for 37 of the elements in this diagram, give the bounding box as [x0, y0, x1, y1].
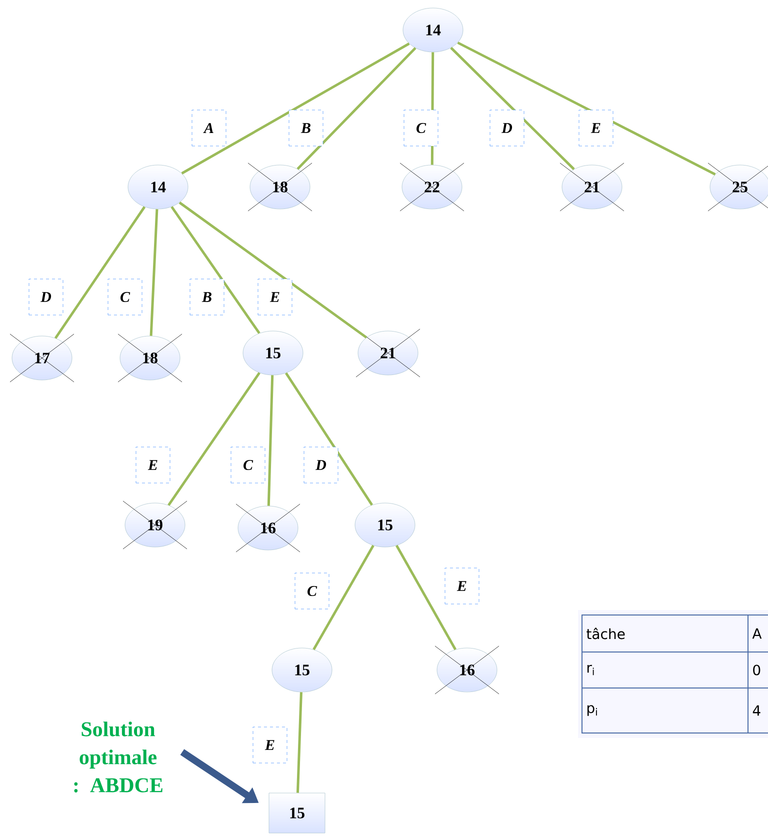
edge-label: E: [444, 568, 480, 604]
tree-edge: [296, 47, 416, 170]
table-cell: 4: [748, 688, 768, 734]
edge-label: E: [252, 726, 288, 764]
table-cell: 0: [748, 652, 768, 688]
edge-label: A: [192, 110, 226, 146]
tree-edge: [150, 209, 158, 336]
tree-edge: [267, 375, 274, 506]
tree-edge: [450, 46, 575, 170]
edge-label: C: [404, 110, 438, 146]
edge-label: C: [230, 446, 266, 484]
tree-edge: [170, 206, 260, 334]
edge-label: E: [258, 278, 292, 316]
tree-edge: [54, 206, 146, 339]
tree-edge: [396, 544, 456, 650]
edge-label: D: [28, 278, 64, 316]
tree-edge: [296, 692, 302, 793]
edge-label: B: [288, 110, 324, 146]
edge-label: D: [490, 110, 524, 146]
tree-edge: [284, 372, 373, 506]
table-cell: r$_{i}$: [582, 652, 748, 688]
solution-text: Solution optimale : ABDCE: [74, 722, 162, 792]
tree-edge: [457, 42, 716, 176]
table-cell: A: [748, 614, 768, 652]
edge-label: D: [304, 446, 338, 484]
edge-label: E: [578, 110, 614, 146]
tree-edge: [178, 202, 368, 338]
tree-edge: [312, 544, 374, 650]
tree-edge: [181, 42, 410, 174]
table-cell: p$_{i}$: [582, 688, 748, 734]
edge-label: C: [108, 278, 142, 316]
edge-label: C: [294, 572, 330, 610]
table-cell: tâche: [582, 614, 748, 652]
edge-label: B: [190, 278, 224, 316]
tree-edge: [168, 372, 260, 506]
edge-label: E: [136, 446, 170, 484]
solution-box: 15: [268, 792, 326, 834]
